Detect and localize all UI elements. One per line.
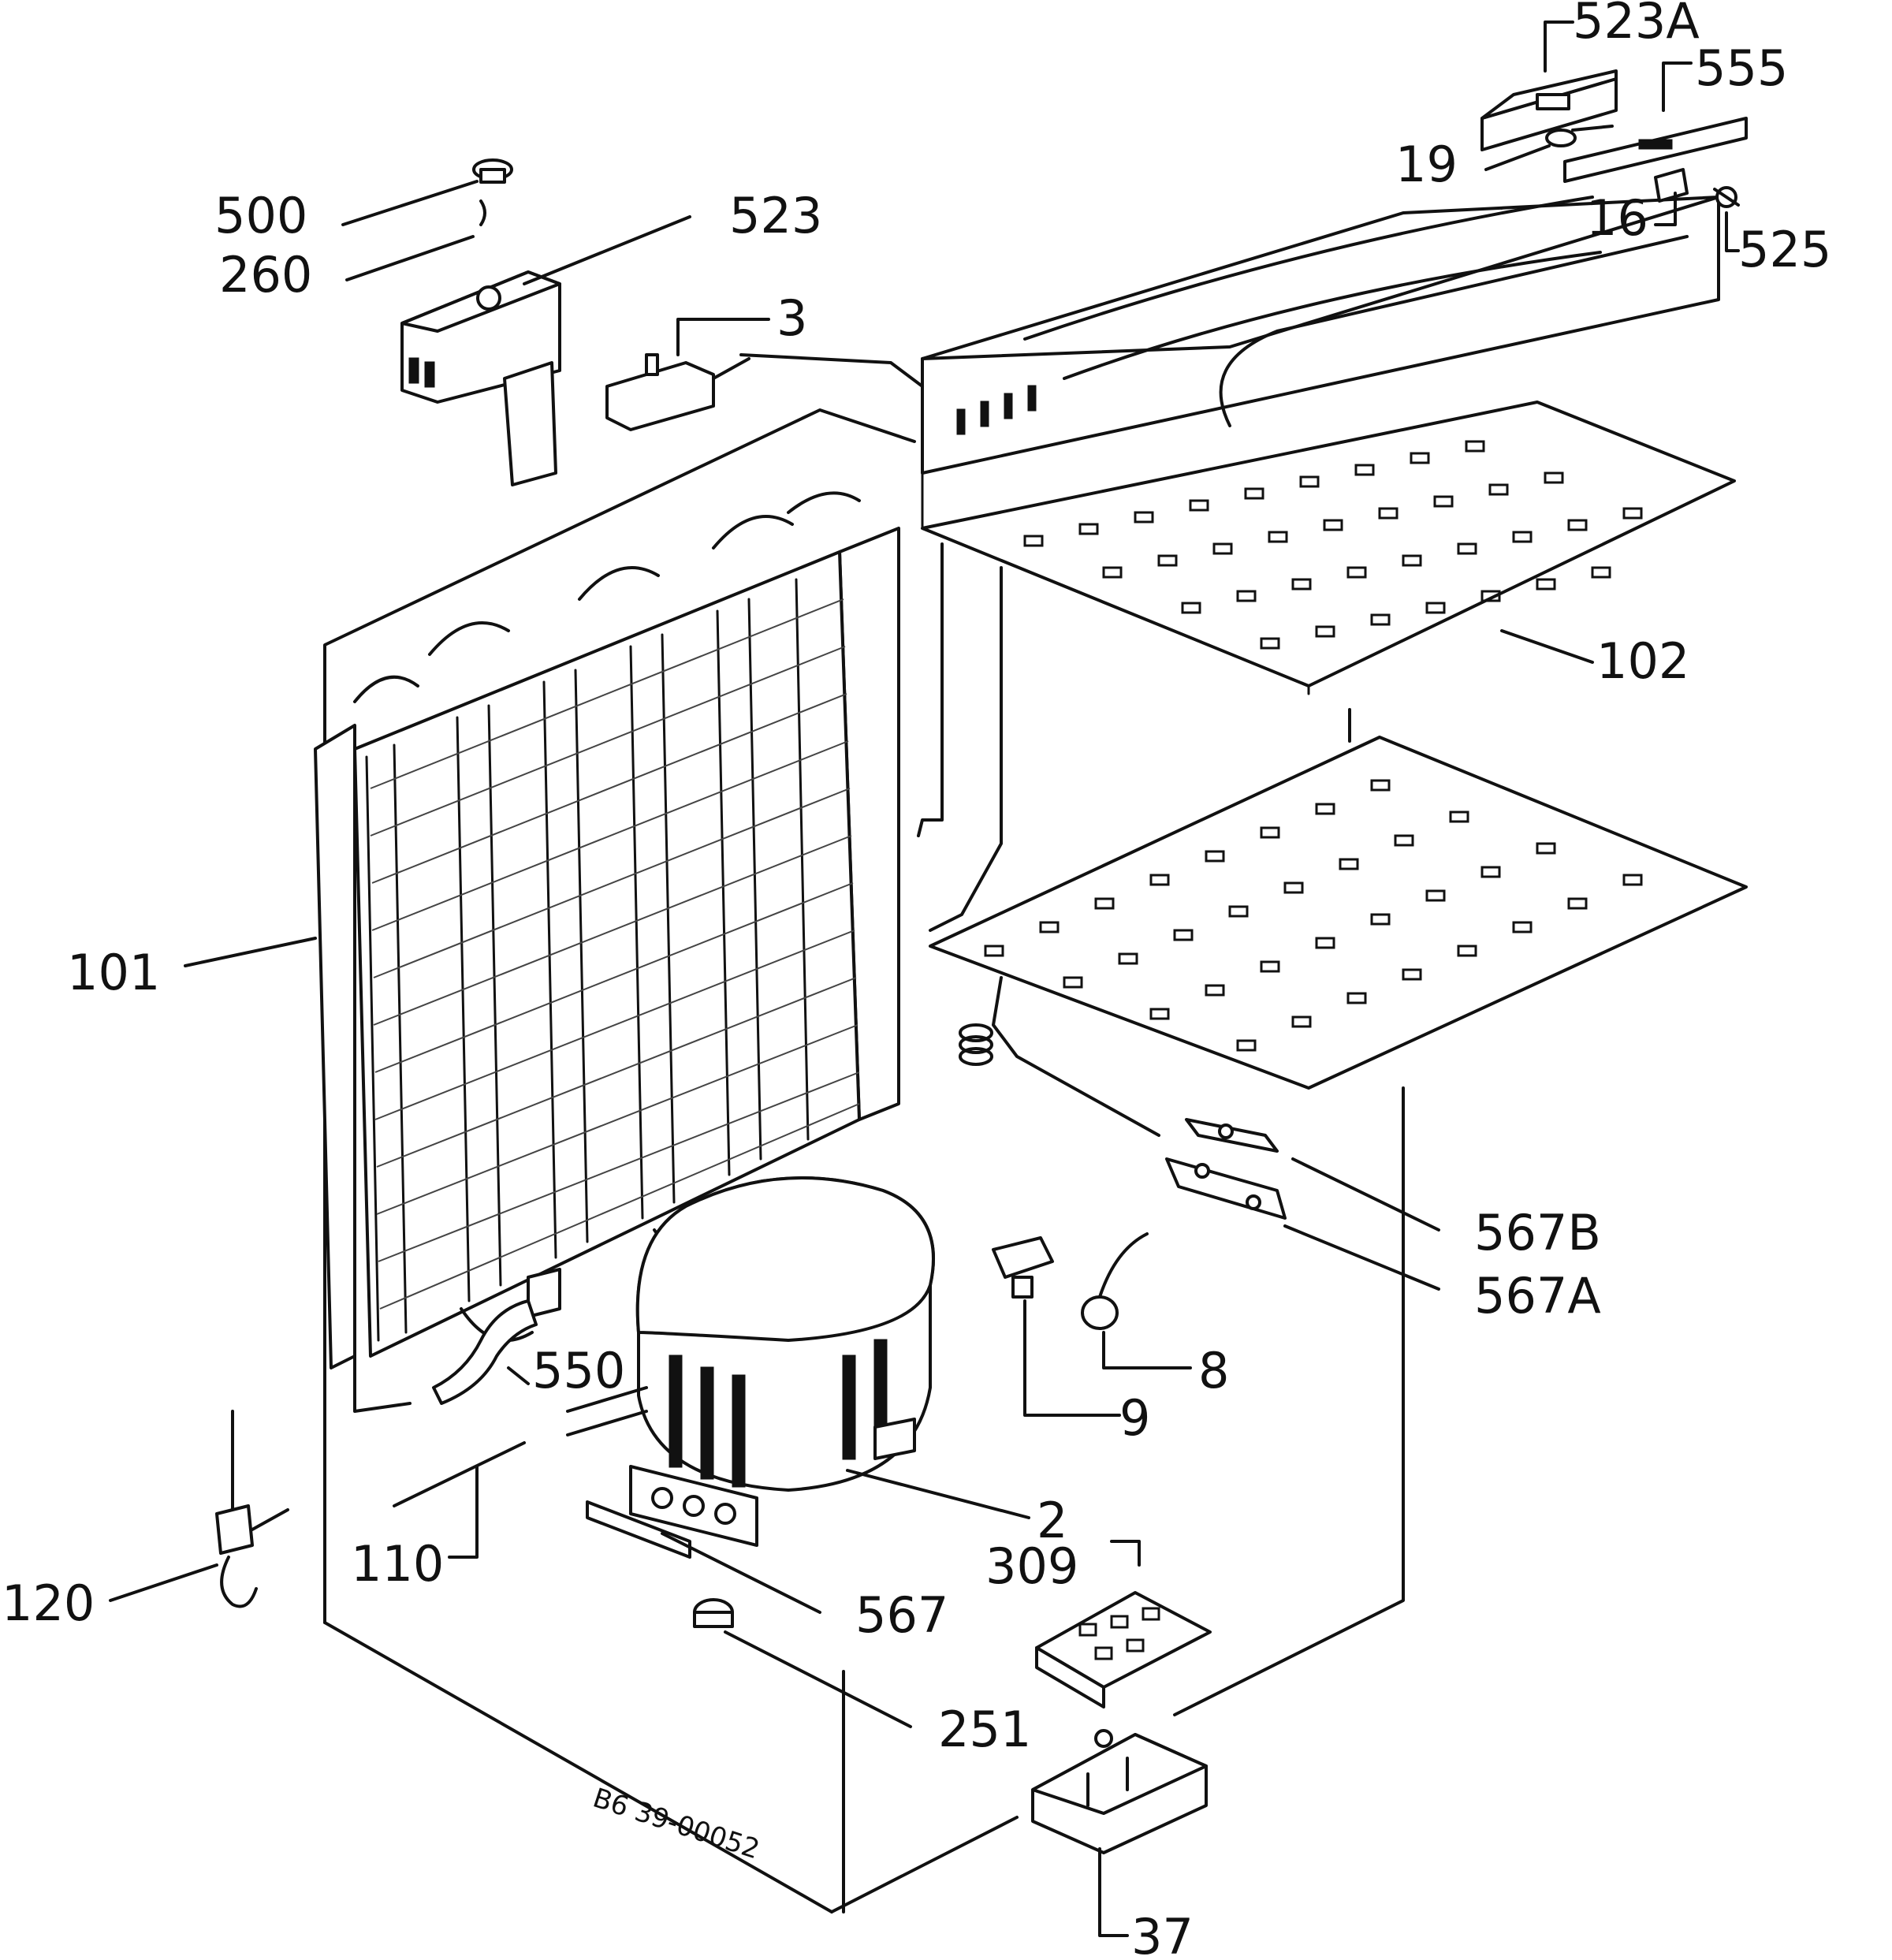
label-3: 3 <box>777 289 807 347</box>
lamp-cover-strip <box>1563 117 1748 183</box>
label-567a: 567A <box>1474 1267 1601 1325</box>
bulb-holder <box>1545 125 1614 147</box>
service-valve-120 <box>215 1410 289 1608</box>
mounting-plate-567a <box>1165 1157 1287 1220</box>
label-555: 555 <box>1695 39 1788 97</box>
label-9: 9 <box>1119 1389 1150 1447</box>
thermostat-3 <box>605 353 750 431</box>
leader-lines <box>109 20 1740 1937</box>
knob-500 <box>472 158 513 184</box>
electrical-cover-309 <box>1035 1591 1212 1708</box>
switch-16 <box>1654 168 1689 203</box>
mounting-rail-567 <box>586 1500 691 1559</box>
cable-grommet-8 <box>1081 1232 1149 1330</box>
label-251: 251 <box>938 1701 1031 1758</box>
grommet-251 <box>693 1598 734 1628</box>
shelf-lower <box>929 736 1748 1090</box>
label-101: 101 <box>67 944 160 1001</box>
tube-110 <box>393 1441 526 1507</box>
light-switch-bracket <box>1480 69 1618 151</box>
screw-260 <box>479 199 486 226</box>
label-525: 525 <box>1738 221 1831 278</box>
thermostat-housing <box>400 270 561 486</box>
label-2: 2 <box>1037 1492 1067 1549</box>
label-567: 567 <box>855 1586 948 1644</box>
label-550: 550 <box>532 1342 625 1399</box>
label-102: 102 <box>1596 632 1689 690</box>
label-8: 8 <box>1198 1342 1229 1399</box>
label-523: 523 <box>729 187 822 244</box>
label-19: 19 <box>1395 136 1458 193</box>
label-500: 500 <box>214 187 307 244</box>
compressor <box>566 1176 935 1547</box>
label-37: 37 <box>1131 1908 1194 1960</box>
label-16: 16 <box>1586 189 1648 247</box>
terminal-box-37 <box>1031 1729 1208 1854</box>
label-309: 309 <box>985 1537 1078 1595</box>
drain-hose-550 <box>432 1268 561 1405</box>
mounting-plate-567b <box>1185 1118 1279 1153</box>
lamp-525 <box>1713 186 1740 208</box>
condenser <box>314 491 900 1413</box>
capillary-tube <box>739 353 1160 1137</box>
drawing-code: B6 39-00052 <box>589 1783 763 1866</box>
condenser-fins <box>370 598 860 1310</box>
label-120: 120 <box>2 1574 95 1632</box>
label-523a: 523A <box>1573 0 1700 50</box>
evaporator <box>921 196 1720 475</box>
part-labels: 523A 555 19 16 525 500 260 523 3 102 101… <box>2 0 1831 1960</box>
label-110: 110 <box>351 1535 444 1593</box>
label-260: 260 <box>219 246 312 304</box>
shelf-upper <box>921 401 1736 695</box>
starter-relay-9 <box>992 1236 1054 1299</box>
label-567b: 567B <box>1474 1204 1601 1261</box>
